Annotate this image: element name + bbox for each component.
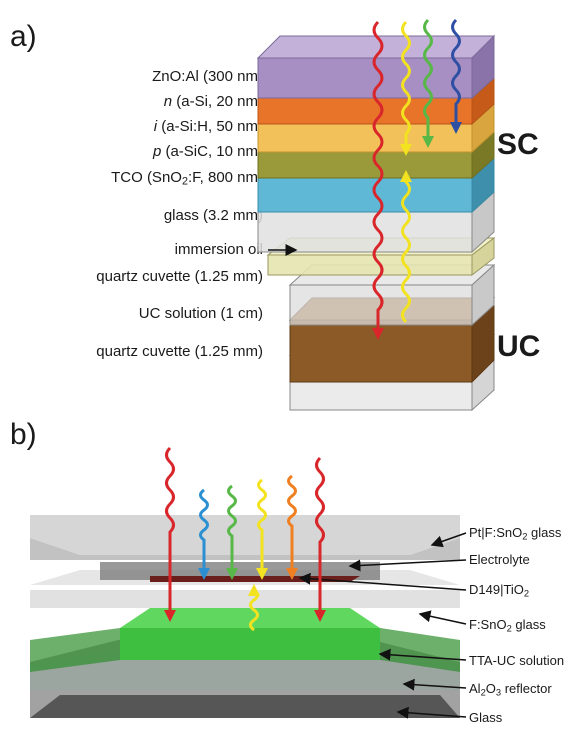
a-blue-ray <box>451 18 461 124</box>
label-n-text: (a-Si, 20 nm) <box>172 93 263 110</box>
label-d149-pre: D149|TiO <box>469 582 524 597</box>
b-electrolyte-layer <box>100 562 380 582</box>
b-green-arrowhead <box>226 568 238 580</box>
label-uc-solution: UC solution (1 cm) <box>139 305 263 323</box>
label-pt-pre: Pt|F:SnO <box>469 525 523 540</box>
b-red-ray-right <box>315 456 325 610</box>
label-d149-sub: 2 <box>523 588 530 599</box>
label-pt-post: glass <box>527 525 562 540</box>
label-i-italic: i <box>153 118 158 135</box>
label-fsno2-pre: F:SnO <box>469 617 507 632</box>
label-quartz-top: quartz cuvette (1.25 mm) <box>96 268 263 286</box>
label-al2o3: Al2O3 reflector <box>469 681 552 697</box>
b-yellow-arrowhead <box>256 568 268 580</box>
b-orange-ray <box>287 474 297 570</box>
label-quartz-bottom: quartz cuvette (1.25 mm) <box>96 343 263 361</box>
label-immersion-oil: immersion oil <box>175 241 263 259</box>
label-quartz-bottom-text: quartz cuvette (1.25 mm) <box>96 343 263 360</box>
a-yellow-arrowhead-up <box>400 170 412 182</box>
a-red-arrowhead <box>372 328 384 340</box>
b-red-arrowhead-right <box>314 610 326 622</box>
a-yellow-arrowhead-down <box>400 144 412 156</box>
label-tta-text: TTA-UC solution <box>469 653 565 668</box>
label-n-italic: n <box>163 93 173 110</box>
b-cyan-ray <box>199 488 209 570</box>
a-n-layer <box>257 76 495 126</box>
label-al-pre: Al <box>469 681 481 696</box>
label-tco: TCO (SnO2:F, 800 nm) <box>111 169 263 187</box>
label-pt-sub: 2 <box>522 531 528 542</box>
label-al-sub: 2 <box>480 687 486 698</box>
a-zno-layer <box>256 34 496 100</box>
b-tta-uc-solution <box>30 608 460 672</box>
a-i-layer <box>257 102 495 154</box>
label-al-sub2: 3 <box>495 687 502 698</box>
a-green-ray <box>423 18 433 138</box>
label-uc-text: UC solution (1 cm) <box>138 305 263 322</box>
label-al-post: reflector <box>501 681 552 696</box>
label-p-italic: p <box>152 143 162 160</box>
label-n-layer: n (a-Si, 20 nm) <box>164 93 263 111</box>
label-zno-text: ZnO:Al (300 nm) <box>152 68 263 85</box>
b-orange-arrowhead <box>286 568 298 580</box>
label-fsno2-post: glass <box>511 617 546 632</box>
label-tco-pre: TCO (SnO <box>111 169 182 186</box>
label-tta-uc: TTA-UC solution <box>469 653 564 669</box>
b-pt-glass <box>30 515 460 560</box>
label-i-layer: i (a-Si:H, 50 nm) <box>154 118 263 136</box>
label-glass-b-text: Glass <box>469 710 503 725</box>
label-al-o: O <box>485 681 496 696</box>
label-zno: ZnO:Al (300 nm) <box>152 68 263 86</box>
label-electrolyte: Electrolyte <box>469 552 530 568</box>
b-red-ray-left <box>165 446 175 610</box>
label-p-text: (a-SiC, 10 nm) <box>161 143 263 160</box>
label-i-text: (a-Si:H, 50 nm) <box>157 118 263 135</box>
sc-tag: SC <box>497 128 539 161</box>
uc-tag: UC <box>497 330 541 363</box>
label-glass-bottom: Glass <box>469 710 502 726</box>
a-yellow-ray-down <box>401 20 411 146</box>
b-cyan-arrowhead <box>198 568 210 580</box>
label-pt-glass: Pt|F:SnO2 glass <box>469 525 561 541</box>
b-yellow-upconverted-ray <box>249 587 259 632</box>
label-glass-text: glass (3.2 mm) <box>163 207 263 224</box>
b-red-arrowhead-left <box>164 610 176 622</box>
a-red-ray <box>372 20 384 330</box>
label-quartz-top-text: quartz cuvette (1.25 mm) <box>96 268 263 285</box>
label-fsno2-sub: 2 <box>506 623 512 634</box>
a-tco-layer <box>257 156 495 214</box>
a-blue-arrowhead <box>450 122 462 134</box>
label-tco-post: :F, 800 nm) <box>187 169 263 186</box>
b-yellow-upconverted-arrowhead <box>248 584 260 596</box>
panel-b-letter: b) <box>10 418 37 451</box>
label-tco-sub: 2 <box>181 175 188 188</box>
panel-a-letter: a) <box>10 20 37 53</box>
b-yellow-ray <box>257 478 267 570</box>
label-electrolyte-text: Electrolyte <box>469 552 530 567</box>
label-d149: D149|TiO2 <box>469 582 529 598</box>
label-oil-text: immersion oil <box>174 241 263 258</box>
b-pointer-lines <box>298 532 467 719</box>
label-glass: glass (3.2 mm) <box>164 207 263 225</box>
b-green-ray <box>227 484 237 570</box>
a-yellow-ray-up <box>401 180 411 324</box>
a-green-arrowhead <box>422 136 434 148</box>
label-fsno2-glass: F:SnO2 glass <box>469 617 546 633</box>
label-p-layer: p (a-SiC, 10 nm) <box>153 143 263 161</box>
